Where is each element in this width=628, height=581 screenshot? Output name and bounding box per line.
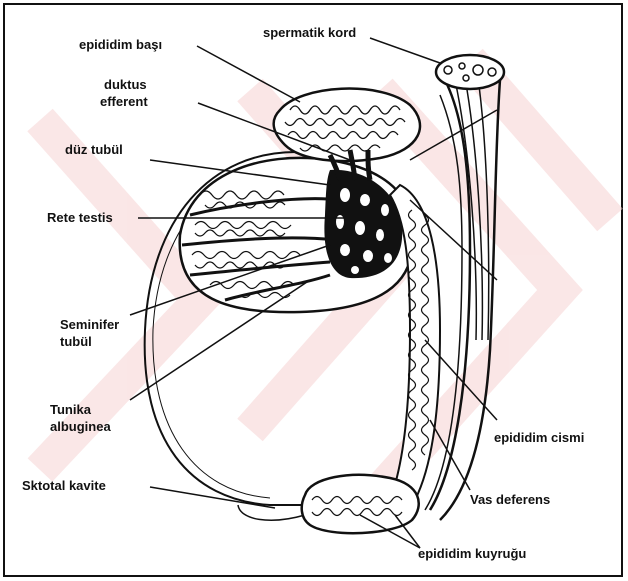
label-albuginea: albuginea	[50, 419, 111, 434]
label-seminifer: Seminifer	[60, 317, 119, 332]
label-tubul: tubül	[60, 334, 92, 349]
label-tunika: Tunika	[50, 402, 91, 417]
label-duktus: duktus	[104, 77, 147, 92]
label-vas-deferens: Vas deferens	[470, 492, 550, 507]
epididymis-tail	[302, 475, 419, 533]
label-epididim-cismi: epididim cismi	[494, 430, 584, 445]
label-duz-tubul: düz tubül	[65, 142, 123, 157]
label-epididim-basi: epididim başı	[79, 37, 162, 52]
label-sktotal-kavite: Sktotal kavite	[22, 478, 106, 493]
label-rete-testis: Rete testis	[47, 210, 113, 225]
label-spermatik-kord: spermatik kord	[263, 25, 356, 40]
cord-cross-section	[436, 55, 504, 89]
label-epididim-kuyrugu: epididim kuyruğu	[418, 546, 526, 561]
label-efferent: efferent	[100, 94, 148, 109]
